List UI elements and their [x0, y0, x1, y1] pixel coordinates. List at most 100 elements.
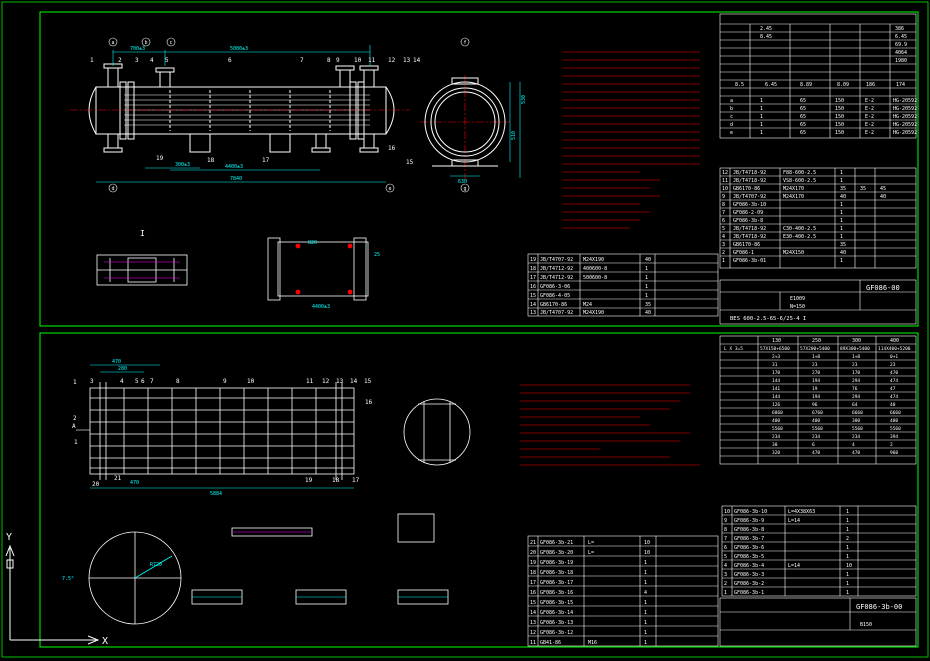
- param-r10-c1: 480: [772, 418, 780, 424]
- s2-balloon-12: 12: [322, 378, 330, 385]
- bom2L-15-qty: 1: [644, 600, 647, 606]
- bom2L-20-no: 20: [530, 550, 536, 556]
- s2-balloon-2: 2: [73, 415, 77, 422]
- bom2-3-code: GF086-3b-3: [734, 572, 764, 578]
- bom-10-mat: 35: [860, 186, 866, 192]
- nozzle-d-pn: 150: [835, 122, 844, 128]
- nozzle-c-face: E-2: [865, 114, 874, 120]
- ucs-icon: [5, 544, 100, 645]
- s2-balloon-6: 6: [141, 378, 145, 385]
- balloon-1: 1: [90, 57, 94, 64]
- dim-d1: 700±3: [130, 46, 145, 52]
- param-r2-c3: 1+8: [852, 354, 860, 360]
- param-r6-c4: 47: [890, 386, 896, 392]
- bom2-table-right: [721, 505, 917, 597]
- bomL-18-no: 18: [530, 266, 536, 272]
- nozzle-e-dn: 65: [800, 130, 806, 136]
- detail-angle: 7.5°: [62, 576, 74, 582]
- param-r1-c3: 89X300+5400: [840, 346, 870, 352]
- param-r1-c1: 57X150+6500: [760, 346, 790, 352]
- param-r11-c2: 5560: [812, 426, 823, 432]
- dim-d11: 530: [521, 95, 527, 104]
- bom2L-21-qty: 10: [644, 540, 650, 546]
- bom-2-name: M24X150: [783, 250, 804, 256]
- param-r3-c3: 23: [852, 362, 858, 368]
- bomL-15-qty: 1: [645, 293, 648, 299]
- bomL-14-no: 14: [530, 302, 536, 308]
- bomL-13-qty: 40: [645, 310, 651, 316]
- bom-table-right: [719, 167, 917, 269]
- bom2-4-qty: 10: [846, 563, 852, 569]
- bom-9-name: M24X170: [783, 194, 804, 200]
- nozzle-d-std: HG-20592: [893, 122, 917, 128]
- view-label-g: g: [463, 186, 466, 192]
- bom2-9-no: 9: [724, 518, 727, 524]
- bom2L-18-code: GF086-3b-18: [540, 570, 573, 576]
- param-r3-c4: 23: [890, 362, 896, 368]
- balloon-11: 11: [368, 57, 376, 64]
- balloon-10: 10: [354, 57, 362, 64]
- title-code-2: B150: [860, 622, 872, 628]
- param-r12-c2: 234: [812, 434, 820, 440]
- dim-d4: 300±3: [175, 162, 190, 168]
- title-block-2: [719, 597, 917, 647]
- bomL-16-qty: 1: [645, 284, 648, 290]
- bom-2-qty: 40: [840, 250, 846, 256]
- param-r8-c4: 40: [890, 402, 896, 408]
- bom2L-15-no: 15: [530, 600, 536, 606]
- dim-d7: 4400±3: [312, 304, 330, 310]
- bom2-3-qty: 1: [846, 572, 849, 578]
- view-label-f: f: [463, 40, 466, 46]
- bom2-8-qty: 1: [846, 527, 849, 533]
- param-r9-c2: 6760: [812, 410, 823, 416]
- bom2L-20-code: GF086-3b-20: [540, 550, 573, 556]
- bom2L-16-qty: 4: [644, 590, 647, 596]
- balloon-17: 17: [262, 157, 270, 164]
- bom2L-14-qty: 1: [644, 610, 647, 616]
- dim-d3: 4400±3: [225, 164, 243, 170]
- bom-5-code: JB/T4718-92: [733, 226, 766, 232]
- bomL-14-qty: 35: [645, 302, 651, 308]
- bom-3-qty: 35: [840, 242, 846, 248]
- param-r4-c1: 170: [772, 370, 780, 376]
- param-r12-c1: 234: [772, 434, 780, 440]
- title-model-1: BES 600-2.5-65-6/25-4 I: [730, 316, 806, 322]
- nozzle-a-face: E-2: [865, 98, 874, 104]
- bom2L-16-no: 16: [530, 590, 536, 596]
- nozzle-c-pn: 150: [835, 114, 844, 120]
- param-r13-c1: 30: [772, 442, 778, 448]
- view-label-a: a: [111, 40, 114, 46]
- nozzle-table: a 1 65 150 E-2 HG-20592 b 1 65 150 E-2 H…: [730, 98, 917, 136]
- bomL-18-name: 400600-8: [583, 266, 607, 272]
- spec-table: [719, 13, 917, 139]
- param-r9-c3: 6660: [852, 410, 863, 416]
- param-r6-c1: 141: [772, 386, 780, 392]
- bom-4-no: 4: [722, 234, 725, 240]
- param-r11-c3: 5560: [852, 426, 863, 432]
- detail-radius: R720: [150, 562, 162, 568]
- bomL-16-code: GF086-3-06: [540, 284, 570, 290]
- param-r11-c1: 5560: [772, 426, 783, 432]
- bomL-16-no: 16: [530, 284, 536, 290]
- param-r2-c1: 2+3: [772, 354, 780, 360]
- bom2L-12-no: 12: [530, 630, 536, 636]
- params-rows: L X 3=5 57X150+6500 57X200+5400 89X300+5…: [724, 346, 911, 456]
- s2-balloon-16: 16: [365, 399, 373, 406]
- bom2L-13-code: GF086-3b-13: [540, 620, 573, 626]
- bom2L-16-code: GF086-3b-16: [540, 590, 573, 596]
- bom2-5-qty: 1: [846, 554, 849, 560]
- view-label-d: d: [111, 186, 114, 192]
- bom2L-21-code: GF086-3b-21: [540, 540, 573, 546]
- bom-7-qty: 1: [840, 210, 843, 216]
- spec-r2c2: 8.45: [760, 34, 772, 40]
- nozzle-b-pn: 150: [835, 106, 844, 112]
- bom-9-note: 40: [880, 194, 886, 200]
- summary-5: 186: [866, 82, 875, 88]
- spec-r5c6: 1980: [895, 58, 907, 64]
- nozzle-a-std: HG-20592: [893, 98, 917, 104]
- sheet2: 470 280 5884 470 A 1 1 2 3 4 5 6 7 8 9 1…: [62, 335, 917, 647]
- bom2-5-no: 5: [724, 554, 727, 560]
- param-r4-c3: 170: [852, 370, 860, 376]
- bom2-10-no: 10: [724, 509, 730, 515]
